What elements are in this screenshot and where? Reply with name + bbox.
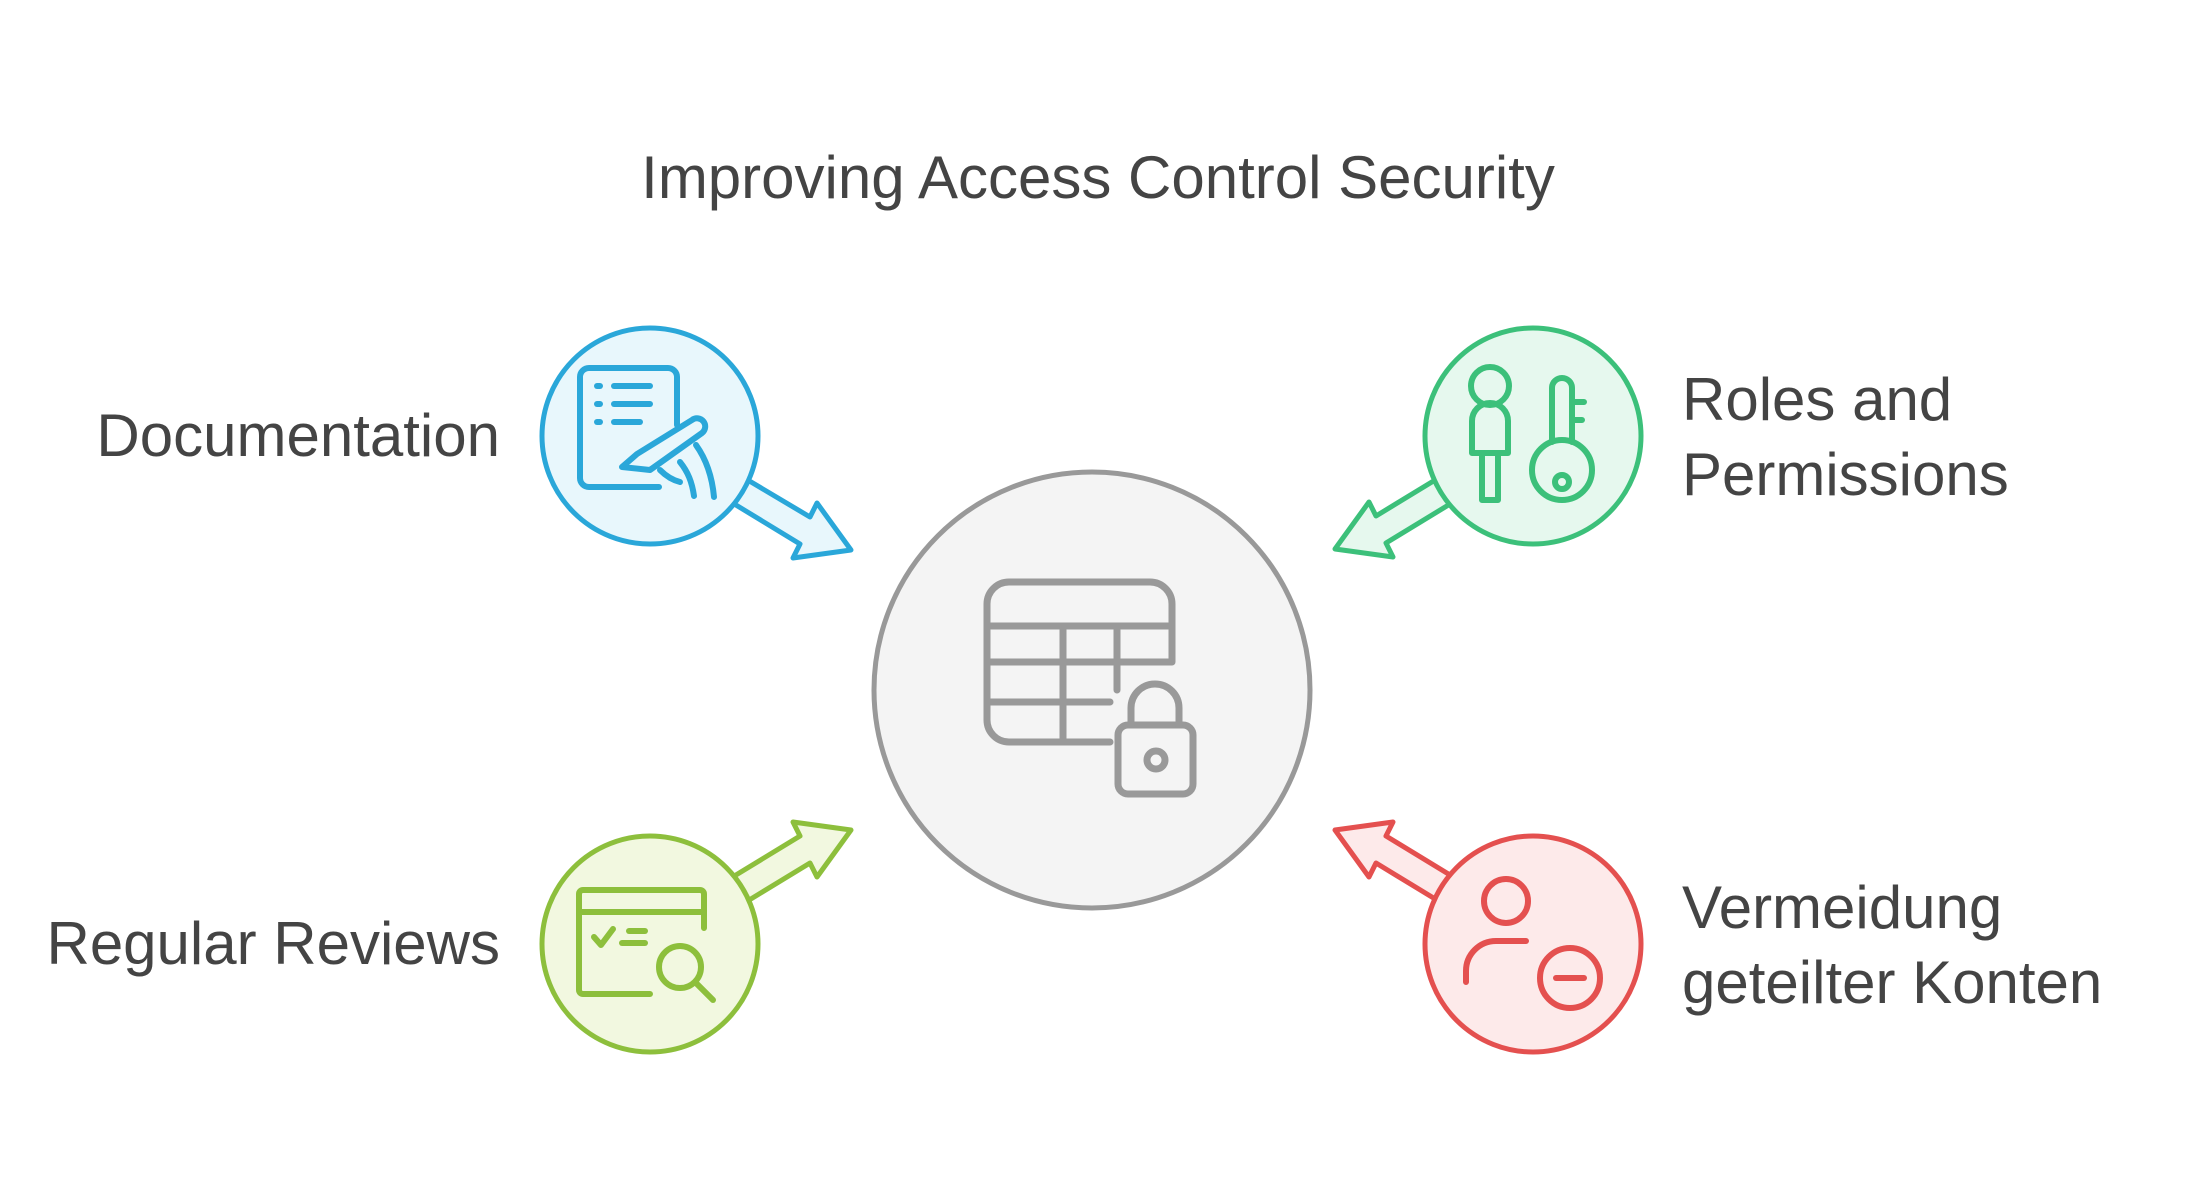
user-remove-icon: [1463, 876, 1603, 1011]
node-shared: [1332, 819, 1644, 1055]
review-search-icon: [576, 887, 716, 1003]
center-circle: [871, 469, 1313, 911]
documentation-arrow: [728, 473, 854, 561]
node-roles: [1332, 325, 1644, 560]
reviews-circle: [539, 833, 761, 1055]
person-key-icon: [1468, 364, 1595, 503]
roles-arrow: [1332, 471, 1458, 560]
label-reviews: Regular Reviews: [46, 910, 500, 977]
documentation-circle: [539, 325, 761, 547]
node-reviews: [539, 819, 854, 1055]
reviews-arrow: [728, 819, 854, 908]
roles-circle: [1422, 325, 1644, 547]
label-shared: Vermeidung geteilter Konten: [1682, 874, 2103, 1016]
table-lock-icon: [983, 578, 1197, 798]
node-documentation: [539, 325, 854, 561]
label-documentation: Documentation: [96, 402, 500, 469]
label-roles: Roles and Permissions: [1682, 366, 2009, 508]
document-signing-icon: [577, 365, 717, 500]
diagram-title: Improving Access Control Security: [641, 144, 1555, 211]
shared-circle: [1422, 833, 1644, 1055]
center-node: [871, 469, 1313, 911]
